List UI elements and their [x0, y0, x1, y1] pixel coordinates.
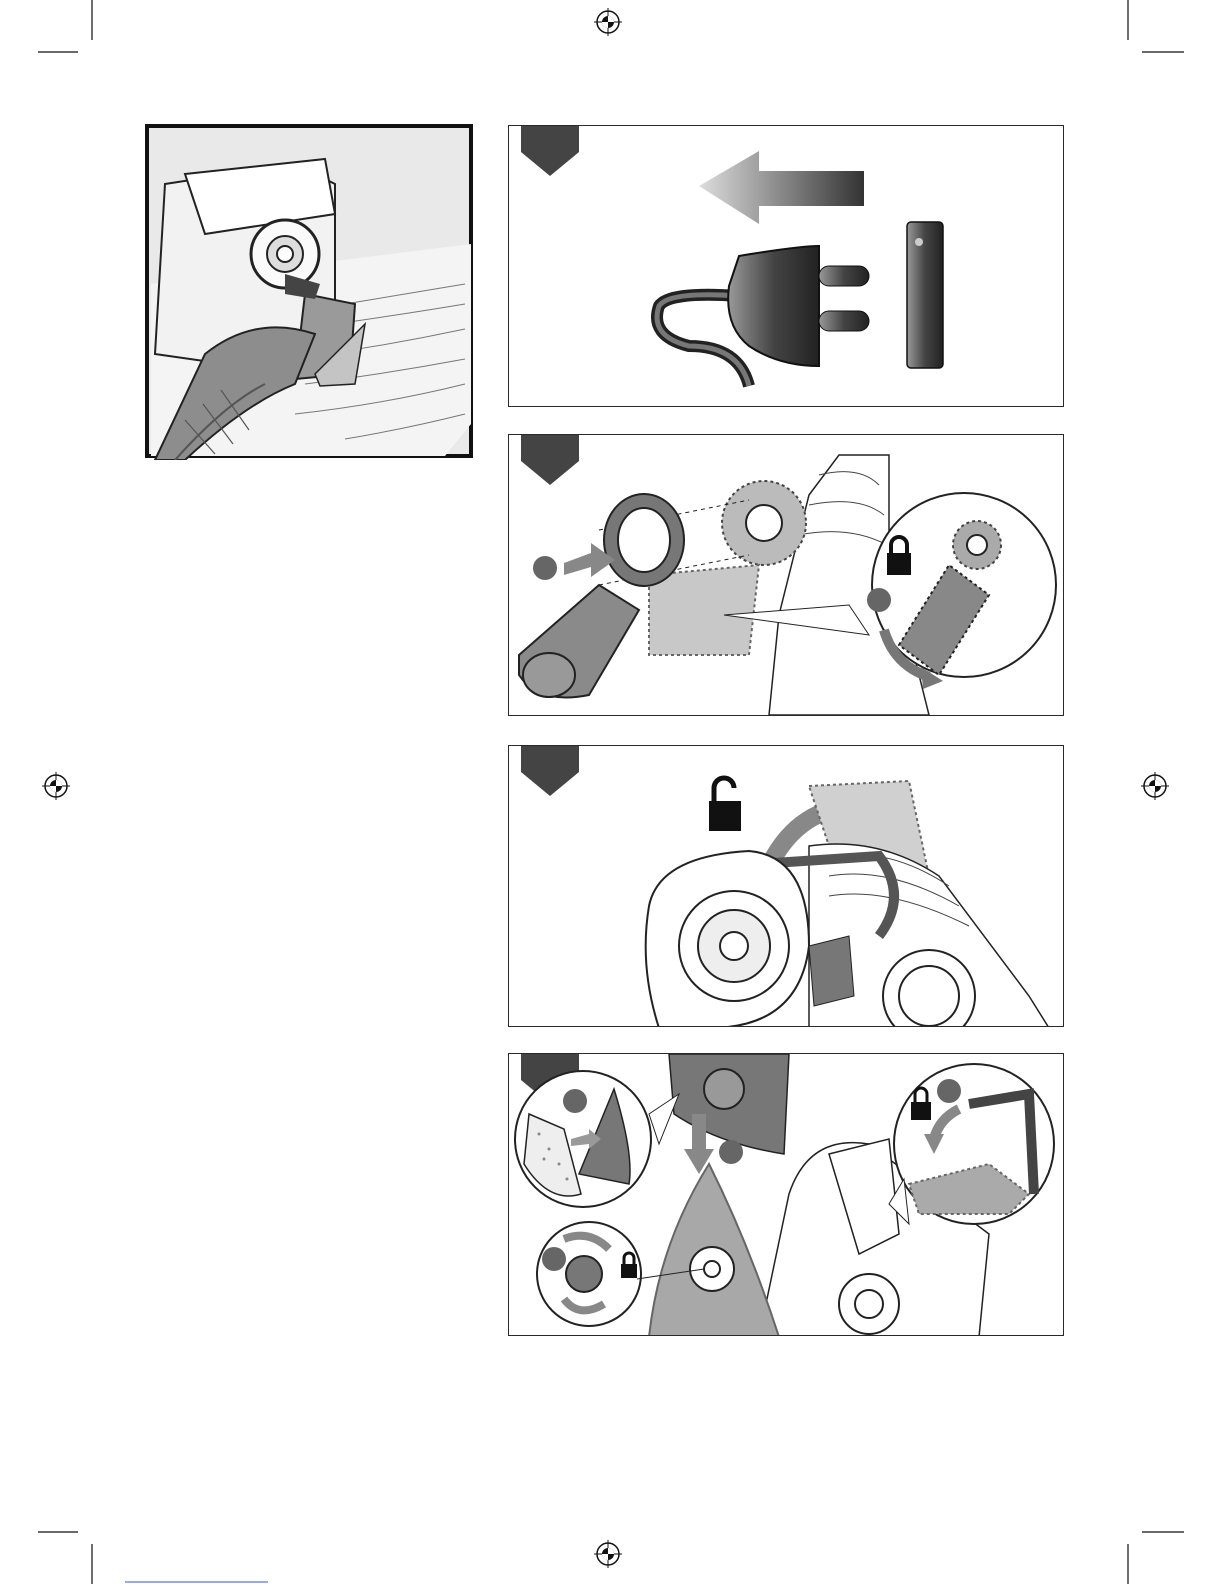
fit-sanding-pad-illustration-icon [509, 1054, 1064, 1336]
registration-mark-top-icon [594, 8, 622, 36]
hero-figure [145, 124, 481, 460]
open-clamp-lever-illustration-icon [509, 746, 1064, 1027]
step-3-panel [508, 745, 1064, 1027]
step-2-panel [508, 434, 1064, 716]
attach-dust-adapter-illustration-icon [509, 435, 1064, 716]
step-1-panel [508, 125, 1064, 407]
unplug-power-cord-illustration-icon [629, 146, 1049, 407]
registration-mark-bottom-icon [594, 1540, 622, 1568]
step-4-panel [508, 1053, 1064, 1336]
step-tab-1-icon [521, 125, 579, 176]
unlock-icon [709, 778, 741, 831]
sander-with-vacuum-hose-illustration-icon [145, 124, 481, 460]
registration-mark-right-icon [1141, 772, 1169, 800]
registration-mark-left-icon [42, 772, 70, 800]
